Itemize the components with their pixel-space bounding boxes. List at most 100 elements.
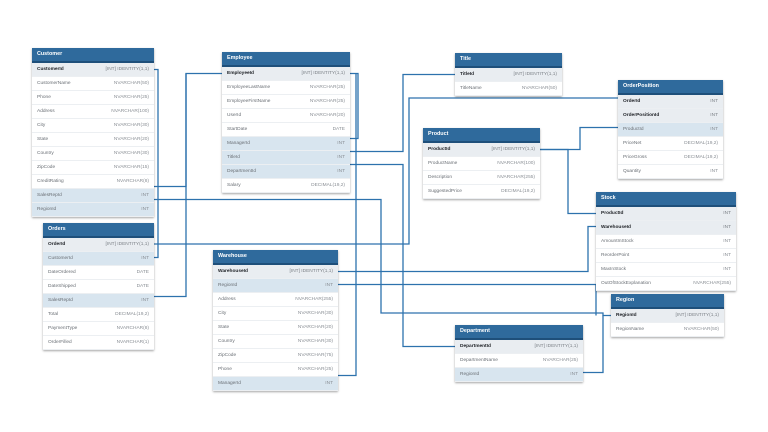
table-header: Orders bbox=[43, 223, 154, 238]
column-type: DATE bbox=[136, 270, 149, 275]
table-header: Customer bbox=[32, 48, 154, 63]
column-row[interactable]: ProductId[INT] IDENTITY(1,1) bbox=[423, 143, 540, 157]
column-row[interactable]: Phone NVARCHAR(25) bbox=[32, 91, 154, 105]
column-type: INT bbox=[141, 193, 149, 198]
column-row[interactable]: OrderId[INT] IDENTITY(1,1) bbox=[43, 238, 154, 252]
column-row[interactable]: EmployeeId[INT] IDENTITY(1,1) bbox=[222, 67, 350, 81]
column-name: DateOrdered bbox=[48, 270, 76, 275]
column-row[interactable]: DepartmentId[INT] IDENTITY(1,1) bbox=[455, 340, 583, 354]
column-row[interactable]: WarehouseId[INT] IDENTITY(1,1) bbox=[213, 265, 338, 279]
column-type: NVARCHAR(25) bbox=[309, 99, 345, 104]
column-type: INT bbox=[337, 155, 345, 160]
table-header: Department bbox=[455, 325, 583, 340]
column-row[interactable]: CustomerId INT bbox=[43, 252, 154, 266]
column-name: Phone bbox=[37, 95, 51, 100]
column-name: ProductId bbox=[601, 211, 624, 216]
column-type: NVARCHAR(20) bbox=[297, 325, 333, 330]
column-name: ProductId bbox=[428, 147, 451, 152]
column-row[interactable]: CustomerId[INT] IDENTITY(1,1) bbox=[32, 63, 154, 77]
column-name: TitleId bbox=[460, 72, 475, 77]
column-type: NVARCHAR(30) bbox=[297, 339, 333, 344]
column-type: NVARCHAR(25) bbox=[113, 95, 149, 100]
column-type: [INT] IDENTITY(1,1) bbox=[289, 269, 333, 274]
column-name: Address bbox=[218, 297, 236, 302]
relationship-line bbox=[350, 163, 455, 348]
column-row[interactable]: RegionId[INT] IDENTITY(1,1) bbox=[611, 309, 724, 323]
column-type: NVARCHAR(8) bbox=[116, 179, 149, 184]
column-type: INT bbox=[723, 267, 731, 272]
column-name: ManagerId bbox=[227, 141, 250, 146]
column-row[interactable]: TitleId[INT] IDENTITY(1,1) bbox=[455, 68, 562, 82]
column-type: INT bbox=[141, 256, 149, 261]
column-type: DECIMAL(19,2) bbox=[115, 312, 149, 317]
column-name: OrderFilled bbox=[48, 340, 72, 345]
relationship-line bbox=[540, 148, 596, 215]
column-name: CustomerId bbox=[48, 256, 73, 261]
column-type: NVARCHAR(15) bbox=[113, 165, 149, 170]
relationship-line bbox=[338, 225, 596, 273]
relationship-line bbox=[154, 73, 187, 298]
column-row[interactable]: DateOrdered DATE bbox=[43, 266, 154, 280]
relationship-line bbox=[338, 73, 357, 377]
